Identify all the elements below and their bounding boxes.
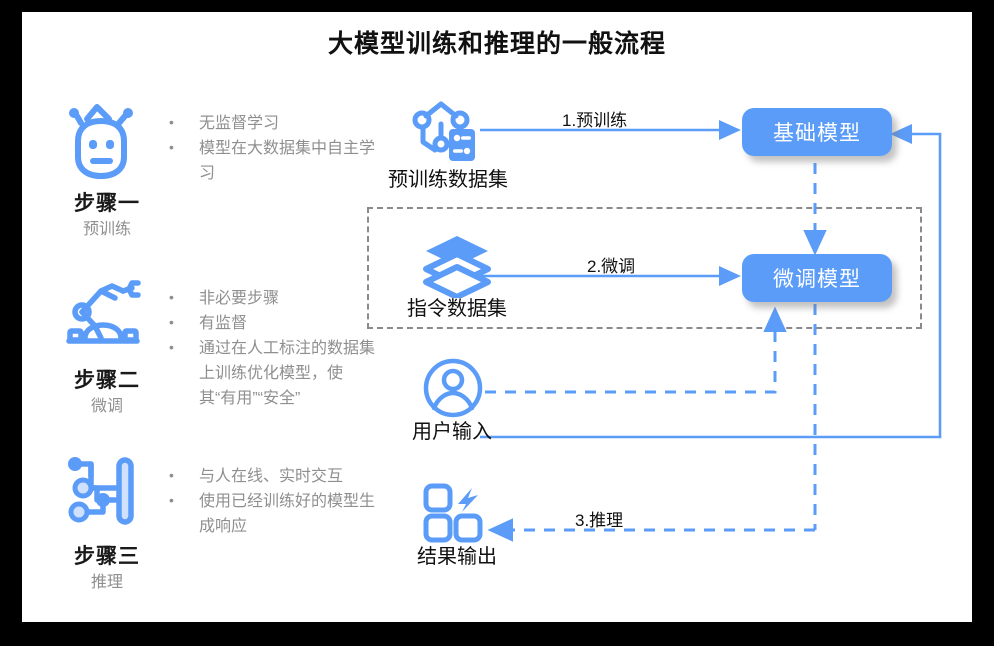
step-bullets-1: 无监督学习 模型在大数据集中自主学习	[165, 110, 380, 186]
edge-label-inference: 3.推理	[575, 511, 624, 530]
diagram-canvas: 大模型训练和推理的一般流程 步骤一 预训练 无监督学习	[22, 12, 972, 622]
step-subtitle-1: 预训练	[82, 221, 131, 238]
step-subtitle-2: 微调	[90, 398, 123, 415]
node-label-pretrain-dataset: 预训练数据集	[388, 169, 508, 191]
step-bullets-3: 与人在线、实时交互 使用已经训练好的模型生成响应	[165, 463, 380, 539]
dataset-nodes-icon	[408, 98, 484, 175]
node-label-user-input: 用户输入	[412, 421, 492, 443]
bullet-item: 有监督	[165, 310, 380, 336]
neural-network-icon	[57, 450, 149, 536]
base-model-label: 基础模型	[773, 122, 861, 145]
edge-label-finetune: 2.微调	[587, 257, 636, 276]
edge-label-pretrain: 1.预训练	[562, 111, 628, 130]
page-title: 大模型训练和推理的一般流程	[327, 30, 666, 58]
grid-arrow-icon	[422, 482, 488, 549]
finetuned-model-box[interactable]: 微调模型	[742, 254, 892, 302]
step-title-3: 步骤三	[74, 545, 140, 568]
bullet-item: 模型在大数据集中自主学习	[165, 135, 380, 186]
bullet-item: 无监督学习	[165, 110, 380, 136]
step-title-2: 步骤二	[74, 369, 140, 392]
bullet-item: 与人在线、实时交互	[165, 463, 380, 489]
bullet-item: 通过在人工标注的数据集上训练优化模型，使其“有用”“安全”	[165, 335, 380, 411]
node-label-instruction-dataset: 指令数据集	[407, 298, 507, 320]
base-model-box[interactable]: 基础模型	[742, 108, 892, 156]
bullet-item: 使用已经训练好的模型生成响应	[165, 488, 380, 539]
robot-arm-icon	[57, 274, 149, 360]
node-label-result-output: 结果输出	[417, 546, 497, 568]
robot-head-icon	[57, 97, 149, 183]
step-subtitle-3: 推理	[90, 574, 123, 591]
user-icon	[422, 357, 484, 424]
step-title-1: 步骤一	[74, 192, 140, 215]
step-bullets-2: 非必要步骤 有监督 通过在人工标注的数据集上训练优化模型，使其“有用”“安全”	[165, 285, 380, 411]
bullet-item: 非必要步骤	[165, 285, 380, 311]
layers-icon	[422, 234, 492, 303]
finetuned-model-label: 微调模型	[773, 268, 861, 291]
